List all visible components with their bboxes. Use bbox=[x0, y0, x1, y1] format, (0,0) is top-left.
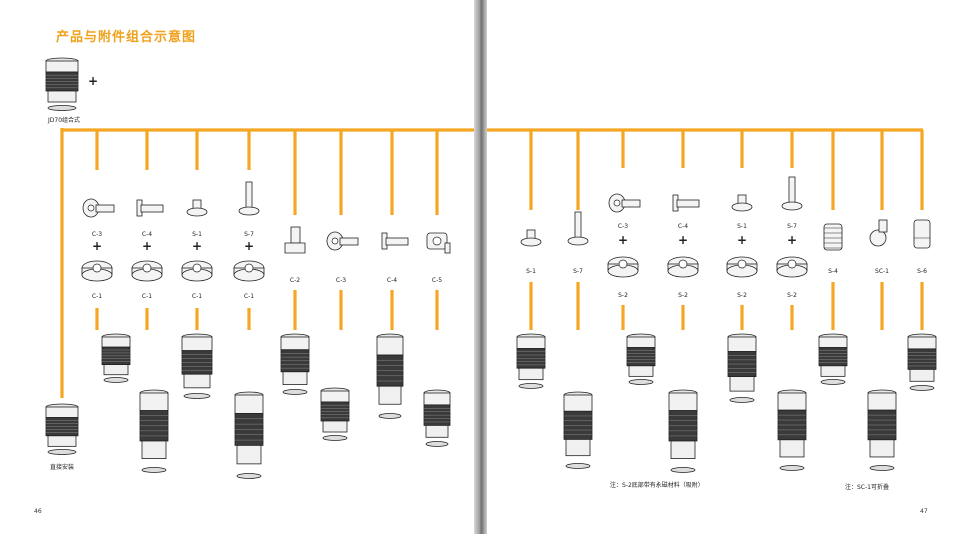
left-column-3-top-label: S-1 bbox=[192, 231, 202, 238]
right-column-4-base-icon bbox=[667, 256, 699, 278]
right-column-5-bottom-label: S-2 bbox=[737, 292, 747, 299]
assembly-c4-c1-icon bbox=[139, 389, 169, 473]
assembly-s1-s2-icon bbox=[727, 333, 757, 403]
right-column-7-part-icon bbox=[823, 223, 843, 251]
assembly-s1-c1-icon bbox=[181, 333, 213, 399]
right-column-5-top-label: S-1 bbox=[737, 223, 747, 230]
right-column-4-bottom-label: S-2 bbox=[678, 292, 688, 299]
jd70-base-light-icon bbox=[45, 57, 79, 111]
left-column-8-label: C-5 bbox=[431, 277, 443, 284]
left-column-4-top-label: S-7 bbox=[244, 231, 254, 238]
left-column-2-top-label: C-4 bbox=[141, 231, 153, 238]
assembly-s1-icon bbox=[516, 333, 546, 389]
left-column-1-part-icon bbox=[82, 198, 115, 218]
assembly-s6-icon bbox=[907, 333, 937, 391]
plus-sign: + bbox=[677, 233, 689, 247]
right-column-8-label: SC-1 bbox=[875, 268, 889, 275]
plus-sign: + bbox=[617, 233, 629, 247]
right-column-6-top-label: S-7 bbox=[787, 223, 797, 230]
assembly-c3-icon bbox=[320, 387, 350, 441]
assembly-s4-icon bbox=[818, 333, 848, 385]
right-column-1-part-icon bbox=[520, 229, 542, 247]
right-column-3-base-icon bbox=[607, 256, 639, 278]
right-column-6-bottom-label: S-2 bbox=[787, 292, 797, 299]
left-column-4-part-icon bbox=[238, 181, 260, 216]
direct-mount-label: 直接安装 bbox=[49, 464, 75, 471]
assembly-s7-c1-icon bbox=[234, 391, 264, 479]
book-spine bbox=[474, 0, 487, 534]
page-number-left: 46 bbox=[34, 508, 42, 515]
left-column-2-part-icon bbox=[136, 199, 164, 217]
right-column-3-part-icon bbox=[608, 193, 641, 213]
left-column-8-part-icon bbox=[426, 232, 451, 254]
assembly-c4-icon bbox=[376, 333, 404, 419]
right-column-4-part-icon bbox=[672, 194, 700, 212]
right-column-5-base-icon bbox=[726, 256, 758, 278]
right-column-3-bottom-label: S-2 bbox=[618, 292, 628, 299]
left-column-1-top-label: C-3 bbox=[91, 231, 103, 238]
right-column-8-part-icon bbox=[869, 219, 888, 247]
right-column-6-base-icon bbox=[776, 256, 808, 278]
left-column-3-part-icon bbox=[186, 199, 208, 217]
assembly-s7-s2-icon bbox=[777, 389, 807, 471]
plus-sign: + bbox=[786, 233, 798, 247]
left-column-3-bottom-label: C-1 bbox=[191, 293, 203, 300]
left-column-1-base-icon bbox=[81, 260, 113, 282]
plus-sign: + bbox=[191, 239, 203, 253]
assembly-sc1-icon bbox=[867, 389, 897, 471]
assembly-c3-c1-icon bbox=[101, 333, 131, 383]
assembly-c2-icon bbox=[280, 333, 310, 395]
plus-sign: + bbox=[141, 239, 153, 253]
plus-sign: + bbox=[736, 233, 748, 247]
plus-sign: + bbox=[91, 239, 103, 253]
assembly-s7-icon bbox=[563, 391, 593, 469]
plus-sign: + bbox=[243, 239, 255, 253]
note-s2: 注：S-2底部带有永磁材料（吸附） bbox=[610, 482, 704, 489]
left-column-2-base-icon bbox=[131, 260, 163, 282]
page-number-right: 47 bbox=[920, 508, 928, 515]
left-column-5-label: C-2 bbox=[289, 277, 301, 284]
plus-sign: + bbox=[87, 74, 99, 88]
assembly-c4-s2-icon bbox=[668, 389, 698, 473]
left-column-1-bottom-label: C-1 bbox=[91, 293, 103, 300]
left-column-6-part-icon bbox=[326, 231, 359, 251]
right-column-9-label: S-6 bbox=[917, 268, 927, 275]
right-column-2-part-icon bbox=[567, 211, 589, 246]
note-sc1: 注：SC-1可折叠 bbox=[845, 484, 889, 491]
direct-mount-light-icon bbox=[45, 403, 79, 455]
base-product-label: JD70组合式 bbox=[47, 117, 81, 124]
assembly-c3-s2-icon bbox=[626, 333, 656, 385]
right-column-9-part-icon bbox=[913, 219, 931, 249]
left-column-4-bottom-label: C-1 bbox=[243, 293, 255, 300]
left-column-6-label: C-3 bbox=[335, 277, 347, 284]
right-column-3-top-label: C-3 bbox=[617, 223, 629, 230]
right-column-2-label: S-7 bbox=[573, 268, 583, 275]
left-column-2-bottom-label: C-1 bbox=[141, 293, 153, 300]
left-column-4-base-icon bbox=[233, 260, 265, 282]
left-column-3-base-icon bbox=[181, 260, 213, 282]
right-column-5-part-icon bbox=[731, 194, 753, 212]
right-column-6-part-icon bbox=[781, 176, 803, 211]
left-column-7-label: C-4 bbox=[386, 277, 398, 284]
left-column-5-part-icon bbox=[284, 226, 306, 254]
left-column-7-part-icon bbox=[381, 232, 409, 250]
right-column-4-top-label: C-4 bbox=[677, 223, 689, 230]
right-column-1-label: S-1 bbox=[526, 268, 536, 275]
right-column-7-label: S-4 bbox=[828, 268, 838, 275]
page-title: 产品与附件组合示意图 bbox=[56, 30, 197, 45]
assembly-c5-icon bbox=[423, 389, 451, 447]
